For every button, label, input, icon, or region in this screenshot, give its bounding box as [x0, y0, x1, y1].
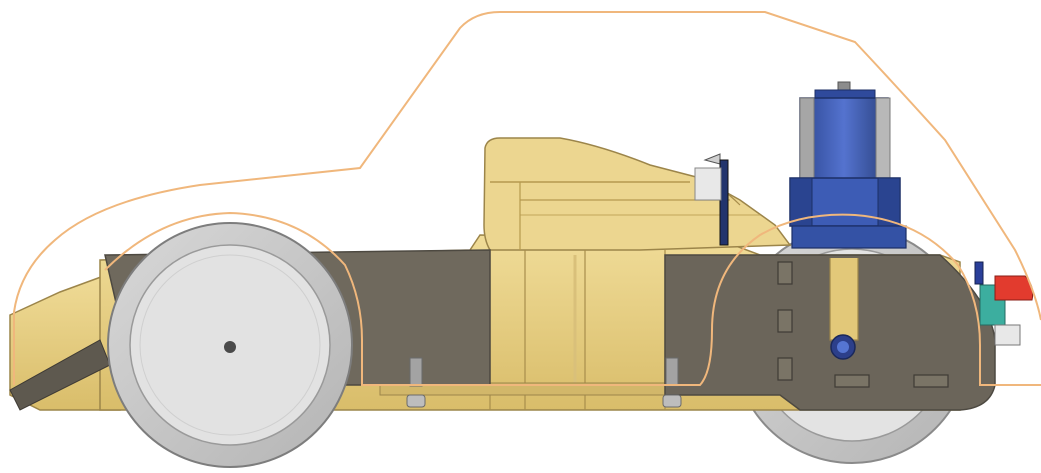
- rear-wheel: [107, 222, 353, 468]
- body-shell-outline: [13, 11, 1041, 385]
- steering-motor: [789, 81, 907, 249]
- sensor-bracket: [694, 153, 729, 246]
- front-side-plate: [664, 254, 996, 411]
- rear-wheel-arch: [104, 211, 1041, 386]
- standoff-screws: [406, 357, 682, 408]
- axle-bolt: [830, 334, 856, 360]
- front-sensor: [974, 261, 1034, 346]
